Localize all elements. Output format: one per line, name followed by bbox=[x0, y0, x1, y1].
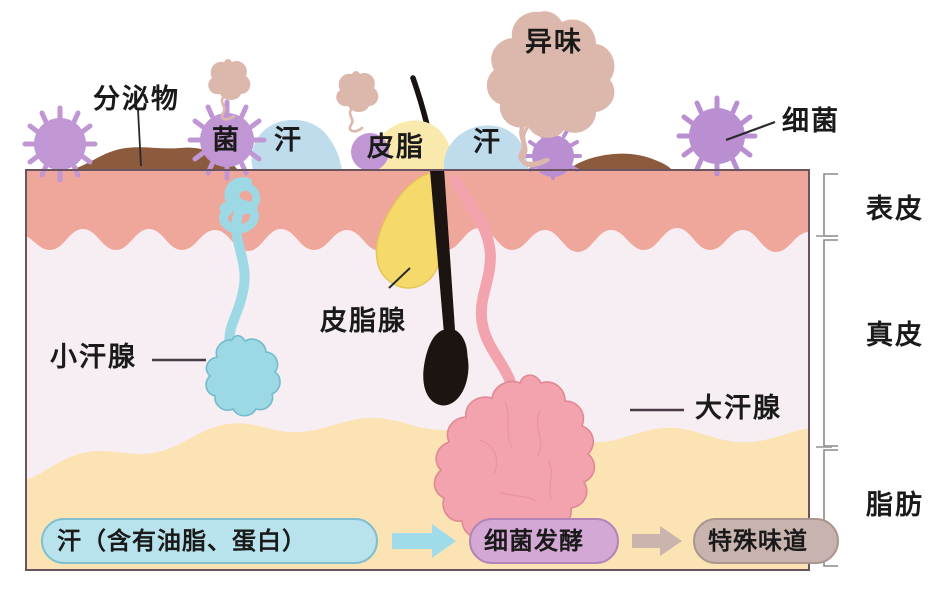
leader-bacteria bbox=[725, 120, 776, 142]
hair-follicle-bulb bbox=[423, 330, 469, 406]
flow-step-odor-box bbox=[693, 518, 839, 564]
secretion-mound-right bbox=[568, 153, 672, 170]
odor-bubble-label: 异味 bbox=[525, 27, 583, 57]
surface-label-sweat-2: 汗 bbox=[473, 127, 502, 157]
vapor-puff-1 bbox=[208, 59, 251, 100]
secretion-mound-left bbox=[68, 147, 238, 170]
eccrine-gland-body bbox=[205, 334, 281, 417]
callout-label-bacteria: 细菌 bbox=[782, 106, 840, 136]
leader-secretion bbox=[137, 109, 142, 167]
flow-step-label-sweat: 汗（含有油脂、蛋白） bbox=[57, 528, 307, 555]
leader-sebaceous bbox=[388, 267, 411, 289]
surface-label-sweat-1: 汗 bbox=[274, 125, 303, 155]
surface-label-bacteria: 菌 bbox=[212, 125, 241, 155]
sweat-blob-2 bbox=[443, 125, 528, 170]
layer-label-dermis: 真皮 bbox=[866, 320, 924, 350]
apocrine-duct bbox=[449, 174, 518, 392]
sweat-blob-1 bbox=[251, 119, 342, 170]
flow-step-label-ferment: 细菌发酵 bbox=[484, 528, 584, 555]
odor-bubble bbox=[486, 11, 615, 166]
callout-label-sebaceous-gland: 皮脂腺 bbox=[320, 306, 407, 336]
layer-label-fat: 脂肪 bbox=[866, 490, 924, 520]
flow-step-ferment-box bbox=[469, 518, 619, 564]
eccrine-duct-coil bbox=[219, 177, 261, 234]
bacteria-right-icon bbox=[676, 95, 758, 177]
flow-arrow-1 bbox=[392, 524, 456, 558]
layer-label-epidermis: 表皮 bbox=[866, 194, 924, 224]
flow-arrow-2 bbox=[632, 526, 682, 556]
flow-step-sweat-bg bbox=[41, 518, 378, 564]
odor-bubble-tail bbox=[521, 126, 550, 168]
apocrine-gland-texture bbox=[479, 401, 553, 503]
vapor-puff-2 bbox=[336, 71, 379, 112]
flow-bar bbox=[41, 518, 839, 564]
bracket-fat bbox=[823, 449, 838, 567]
callout-label-eccrine-gland: 小汗腺 bbox=[50, 342, 137, 372]
bracket-dermis bbox=[823, 239, 838, 447]
sebum-blob bbox=[371, 120, 454, 170]
callout-label-secretion: 分泌物 bbox=[93, 84, 180, 114]
callout-label-apocrine-gland: 大汗腺 bbox=[695, 393, 782, 423]
flow-step-label-odor: 特殊味道 bbox=[708, 528, 808, 555]
layer-brackets bbox=[816, 173, 838, 567]
eccrine-duct bbox=[224, 210, 250, 353]
bacteria-sebum-icon bbox=[351, 133, 389, 171]
bracket-epidermis bbox=[823, 173, 838, 237]
bacteria-left-icon bbox=[22, 105, 98, 183]
bacteria-duct-icon bbox=[187, 99, 267, 181]
surface-label-sebum: 皮脂 bbox=[367, 132, 425, 162]
skin-frame-border bbox=[25, 169, 810, 571]
vapor-puff-2-tail bbox=[348, 106, 364, 133]
vapor-puff-1-tail bbox=[220, 94, 236, 121]
